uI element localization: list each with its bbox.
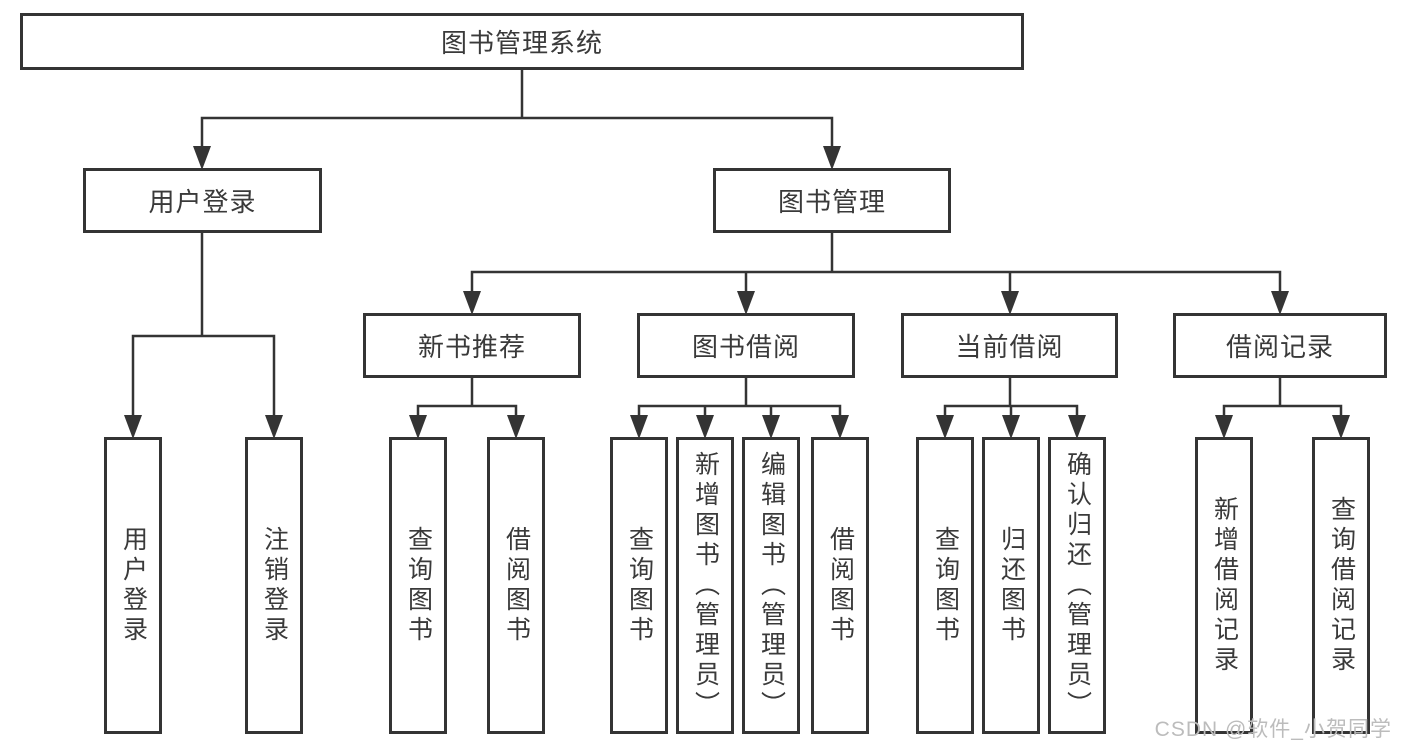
leaf-edit-book-admin: 编辑图书（管理员） (742, 437, 800, 734)
leaf-return-book: 归还图书 (982, 437, 1040, 734)
csdn-watermark: CSDN @软件_小贺同学 (1154, 718, 1392, 741)
leaf-add-borrow-record: 新增借阅记录 (1195, 437, 1253, 734)
leaf-borrow-query-book: 查询图书 (610, 437, 668, 734)
node-borrow-records: 借阅记录 (1173, 313, 1387, 378)
leaf-borrow-book: 借阅图书 (811, 437, 869, 734)
leaf-recommend-borrow-book: 借阅图书 (487, 437, 545, 734)
leaf-query-borrow-record: 查询借阅记录 (1312, 437, 1370, 734)
leaf-recommend-query-book: 查询图书 (389, 437, 447, 734)
leaf-current-query-book: 查询图书 (916, 437, 974, 734)
node-new-book-recommend: 新书推荐 (363, 313, 581, 378)
node-library-management-system: 图书管理系统 (20, 13, 1024, 70)
leaf-logout: 注销登录 (245, 437, 303, 734)
arrowhead-icons (124, 146, 1350, 439)
leaf-add-book-admin: 新增图书（管理员） (676, 437, 734, 734)
leaf-confirm-return-admin: 确认归还（管理员） (1048, 437, 1106, 734)
leaf-user-login: 用户登录 (104, 437, 162, 734)
node-user-login-group: 用户登录 (83, 168, 322, 233)
node-current-borrow: 当前借阅 (901, 313, 1118, 378)
node-book-management: 图书管理 (713, 168, 951, 233)
node-book-borrow: 图书借阅 (637, 313, 855, 378)
